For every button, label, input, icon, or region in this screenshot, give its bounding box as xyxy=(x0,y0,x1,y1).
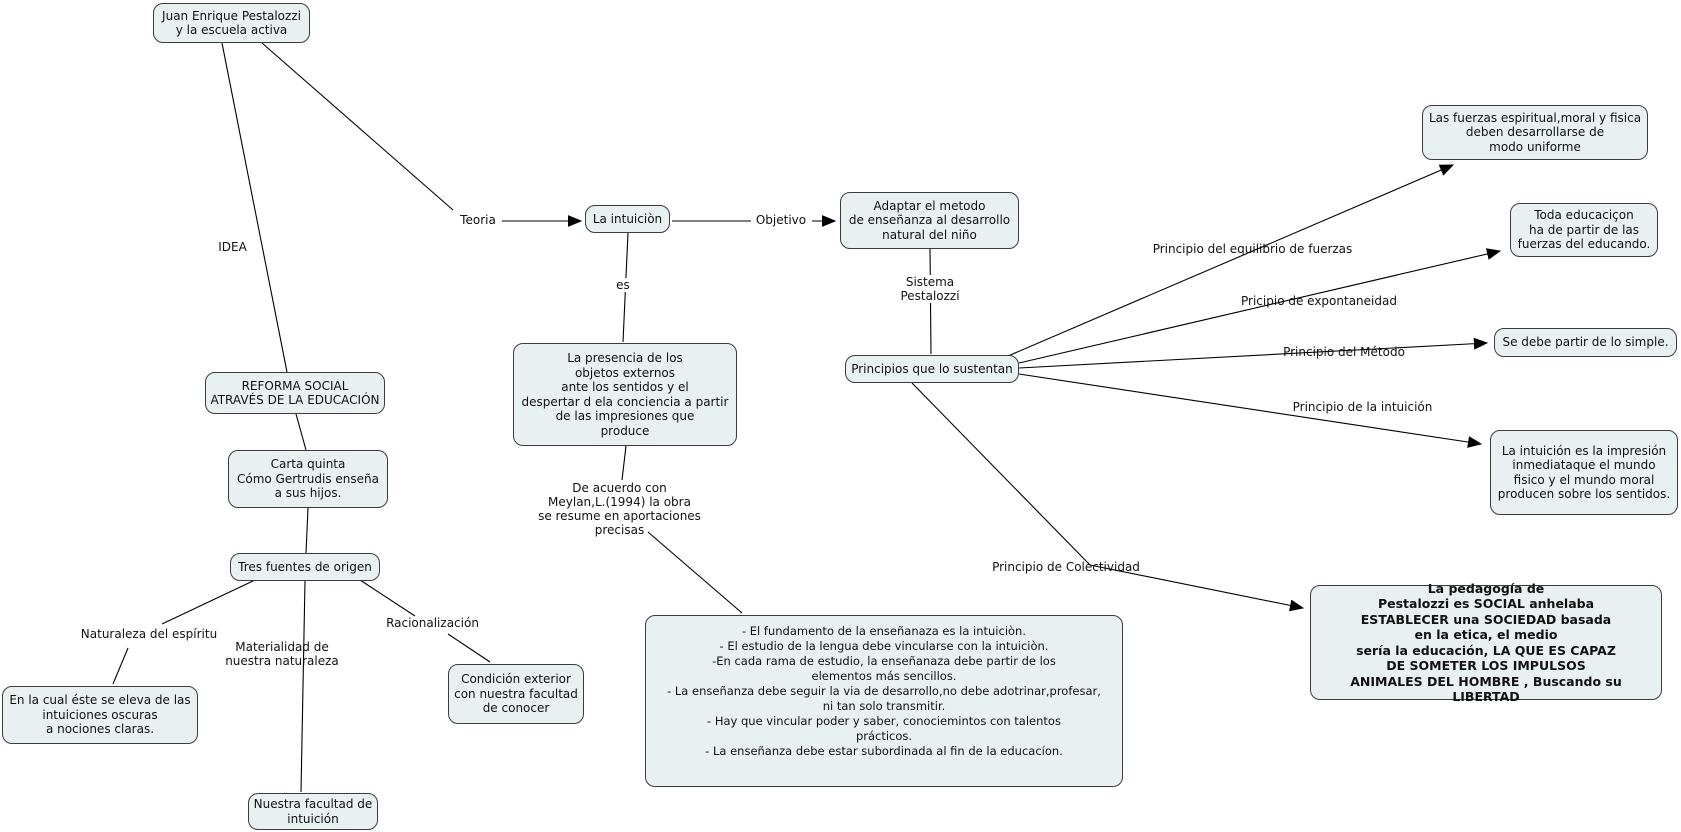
link-label-teoria[interactable]: Teoria xyxy=(460,213,496,227)
node-aportaciones-precisas[interactable]: - El fundamento de la enseñanaza es la i… xyxy=(645,615,1123,787)
node-intuiciones-oscuras[interactable]: En la cual éste se eleva de las intuicio… xyxy=(2,686,198,744)
node-principios[interactable]: Principios que lo sustentan xyxy=(845,355,1019,383)
node-presencia-objetos[interactable]: La presencia de los objetos externos ant… xyxy=(513,343,737,446)
node-fuerzas-uniforme[interactable]: Las fuerzas espiritual,moral y fisica de… xyxy=(1422,105,1648,160)
link-label-principio-expontaneidad[interactable]: Pricipio de expontaneidad xyxy=(1241,294,1397,308)
node-partir-simple[interactable]: Se debe partir de lo simple. xyxy=(1494,328,1677,357)
link-label-de-acuerdo-meylan[interactable]: De acuerdo con Meylan,L.(1994) la obra s… xyxy=(538,481,701,537)
node-tres-fuentes[interactable]: Tres fuentes de origen xyxy=(230,553,380,581)
node-nuestra-facultad[interactable]: Nuestra facultad de intuición xyxy=(248,793,378,830)
node-root[interactable]: Juan Enrique Pestalozzi y la escuela act… xyxy=(153,3,310,43)
node-reforma-social[interactable]: REFORMA SOCIAL ATRAVÉS DE LA EDUCACIÓN xyxy=(205,372,385,414)
node-carta-quinta[interactable]: Carta quinta Cómo Gertrudis enseña a sus… xyxy=(228,450,388,508)
node-la-intuicion[interactable]: La intuiciòn xyxy=(585,205,670,233)
link-label-principio-colectividad[interactable]: Principio de Colectividad xyxy=(992,560,1140,574)
link-label-idea[interactable]: IDEA xyxy=(218,240,247,254)
node-toda-educacion[interactable]: Toda educaciçon ha de partir de las fuer… xyxy=(1510,203,1658,257)
node-condicion-exterior[interactable]: Condición exterior con nuestra facultad … xyxy=(448,664,584,724)
node-adaptar-metodo[interactable]: Adaptar el metodo de enseñanza al desarr… xyxy=(840,192,1019,249)
node-pedagogia-social[interactable]: La pedagogía de Pestalozzi es SOCIAL anh… xyxy=(1310,581,1662,704)
link-label-sistema-pestalozzi[interactable]: Sistema Pestalozzi xyxy=(893,275,967,303)
link-label-objetivo[interactable]: Objetivo xyxy=(755,213,807,227)
link-label-materialidad[interactable]: Materialidad de nuestra naturaleza xyxy=(225,640,339,668)
link-label-principio-metodo[interactable]: Principio del Método xyxy=(1283,345,1405,359)
link-label-principio-intuicion[interactable]: Principio de la intuición xyxy=(1292,400,1433,414)
link-label-principio-equilibrio[interactable]: Principio del equilibrio de fuerzas xyxy=(1152,242,1353,256)
link-label-es[interactable]: es xyxy=(610,278,636,292)
link-label-naturaleza-espiritu[interactable]: Naturaleza del espíritu xyxy=(80,627,218,641)
link-label-racionalizacion[interactable]: Racionalización xyxy=(386,616,479,630)
node-intuicion-impresion[interactable]: La intuición es la impresión inmediataqu… xyxy=(1490,430,1678,515)
